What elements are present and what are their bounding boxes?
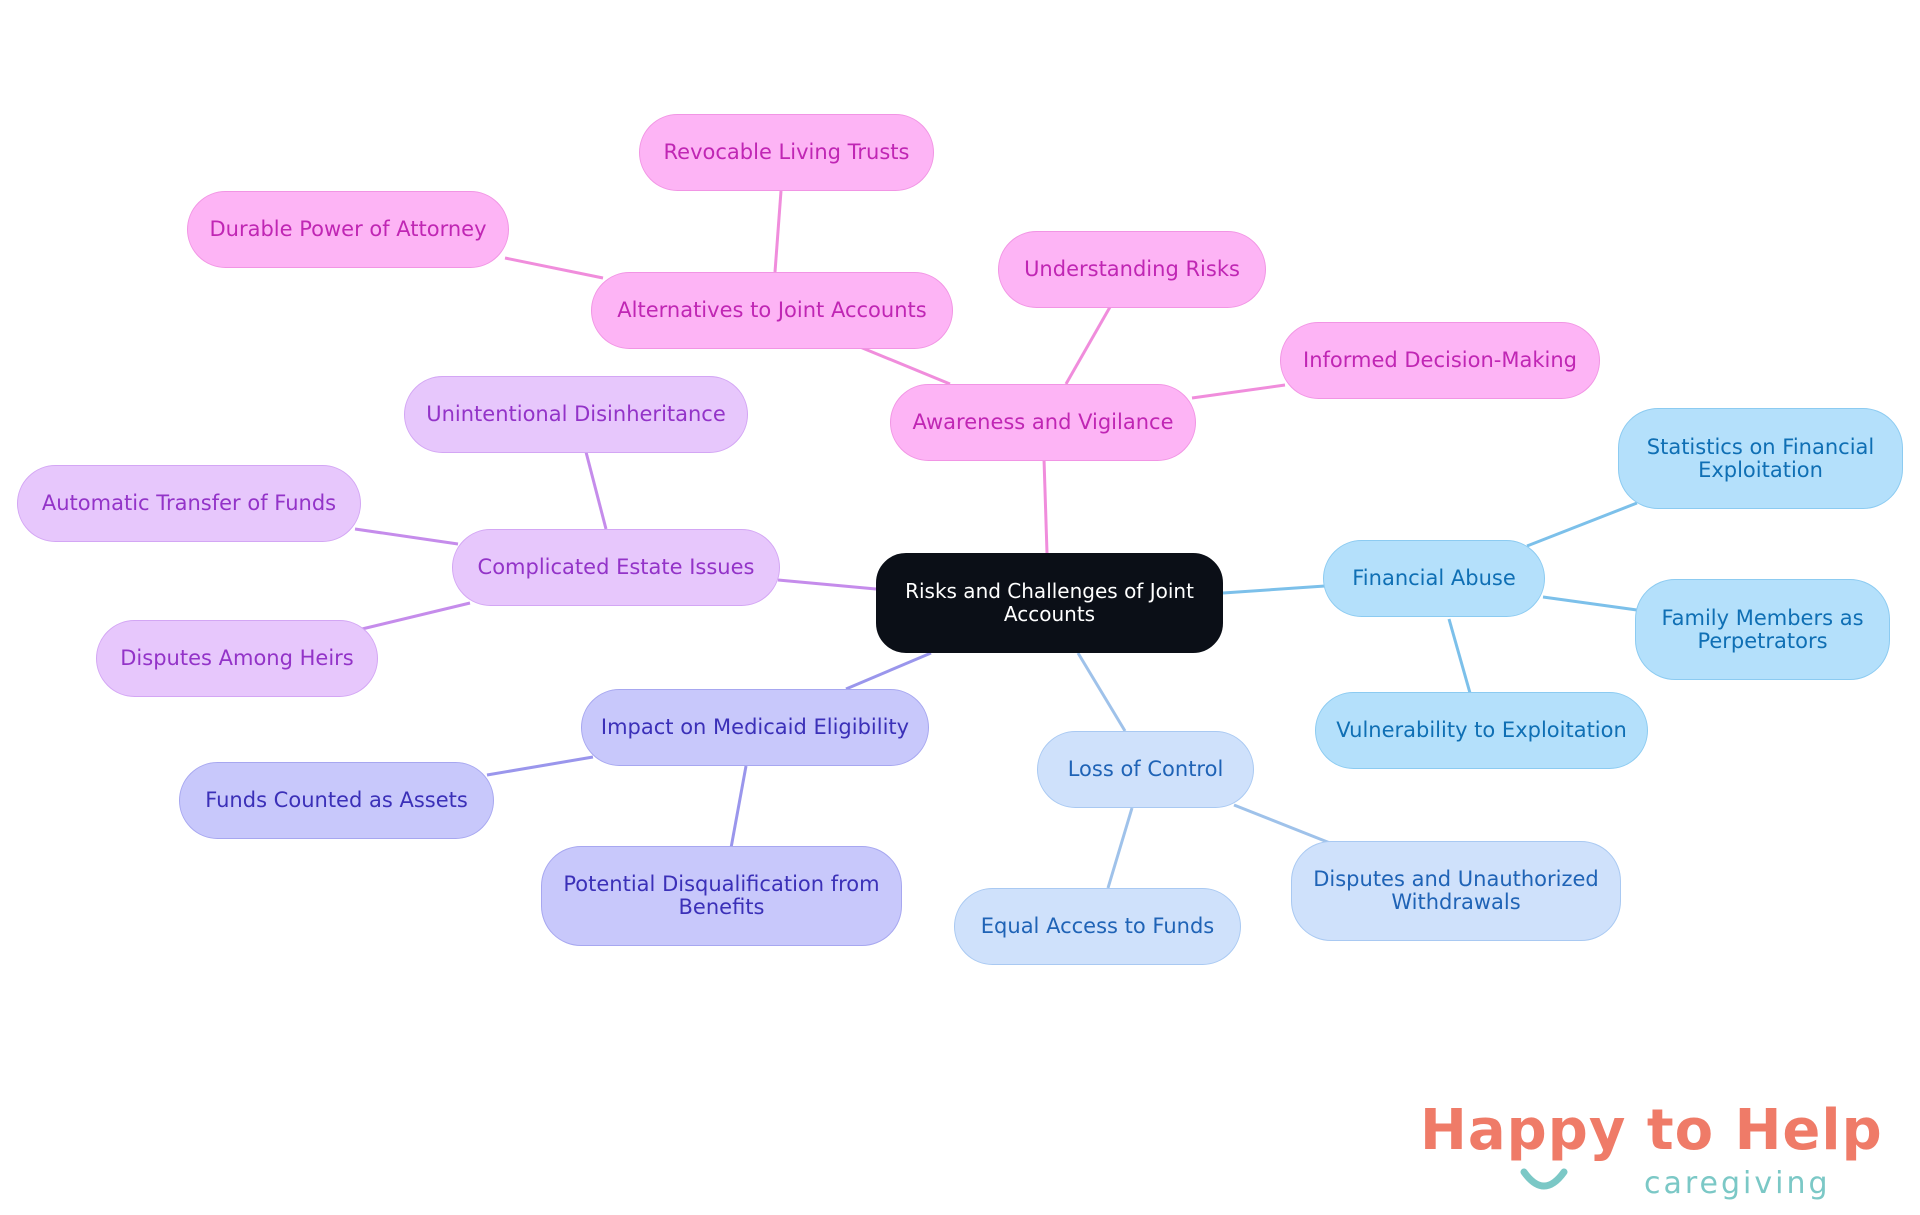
node-label: Statistics on Financial Exploitation [1646, 434, 1875, 482]
node-automatic-transfer-of-funds[interactable]: Automatic Transfer of Funds [17, 465, 361, 542]
node-statistics-on-financial-exploitation[interactable]: Statistics on Financial Exploitation [1618, 408, 1903, 509]
node-vulnerability-to-exploitation[interactable]: Vulnerability to Exploitation [1315, 692, 1648, 769]
node-disputes-among-heirs[interactable]: Disputes Among Heirs [96, 620, 378, 697]
node-label: Understanding Risks [1024, 257, 1240, 281]
node-label: Informed Decision-Making [1303, 348, 1577, 372]
smile-icon [1520, 1168, 1568, 1190]
node-financial-abuse[interactable]: Financial Abuse [1323, 540, 1545, 617]
node-potential-disqualification-from-benefits[interactable]: Potential Disqualification from Benefits [541, 846, 902, 946]
edge-center-estate [777, 578, 877, 591]
edge-abuse-statistics [1526, 501, 1638, 548]
edge-abuse-family [1542, 595, 1638, 612]
node-label: Awareness and Vigilance [912, 410, 1174, 434]
node-label: Vulnerability to Exploitation [1336, 718, 1627, 742]
logo-brand-text: Happy to Help [1420, 1098, 1883, 1163]
edge-control-equal [1106, 807, 1134, 889]
node-label: Durable Power of Attorney [209, 217, 487, 241]
node-revocable-living-trusts[interactable]: Revocable Living Trusts [639, 114, 934, 191]
node-complicated-estate-issues[interactable]: Complicated Estate Issues [452, 529, 780, 606]
node-unintentional-disinheritance[interactable]: Unintentional Disinheritance [404, 376, 748, 453]
happy-to-help-logo: Happy to Help caregiving [1410, 1098, 1890, 1208]
edge-awareness-alternatives [859, 345, 951, 386]
node-funds-counted-as-assets[interactable]: Funds Counted as Assets [179, 762, 494, 839]
node-impact-on-medicaid-eligibility[interactable]: Impact on Medicaid Eligibility [581, 689, 929, 766]
edge-medicaid-funds [486, 755, 594, 777]
center-node-label: Risks and Challenges of Joint Accounts [905, 579, 1194, 626]
edge-estate-unintentional [584, 451, 608, 530]
edge-abuse-vulnerability [1447, 618, 1472, 694]
node-label: Disputes Among Heirs [120, 646, 354, 670]
edge-center-medicaid [845, 651, 932, 691]
edge-medicaid-potential [729, 765, 748, 849]
edge-alternatives-durable [504, 256, 604, 280]
edge-center-abuse [1222, 584, 1326, 595]
node-label: Automatic Transfer of Funds [41, 491, 337, 515]
edge-awareness-informed [1191, 383, 1286, 400]
node-label: Funds Counted as Assets [205, 788, 468, 812]
edge-awareness-understanding [1064, 306, 1112, 385]
edge-center-awareness [1042, 458, 1049, 554]
node-label: Potential Disqualification from Benefits [563, 872, 880, 919]
node-equal-access-to-funds[interactable]: Equal Access to Funds [954, 888, 1241, 965]
node-informed-decision-making[interactable]: Informed Decision-Making [1280, 322, 1600, 399]
edge-estate-automatic [354, 527, 459, 546]
node-awareness-and-vigilance[interactable]: Awareness and Vigilance [890, 384, 1196, 461]
node-label: Complicated Estate Issues [477, 555, 755, 579]
logo-tagline: caregiving [1644, 1166, 1831, 1201]
edge-alternatives-revocable [773, 190, 783, 273]
node-durable-power-of-attorney[interactable]: Durable Power of Attorney [187, 191, 509, 268]
node-alternatives-to-joint-accounts[interactable]: Alternatives to Joint Accounts [591, 272, 953, 349]
node-label: Unintentional Disinheritance [426, 402, 726, 426]
node-family-members-as-perpetrators[interactable]: Family Members as Perpetrators [1635, 579, 1890, 680]
node-loss-of-control[interactable]: Loss of Control [1037, 731, 1254, 808]
center-node[interactable]: Risks and Challenges of Joint Accounts [876, 553, 1223, 653]
node-label: Equal Access to Funds [980, 914, 1215, 938]
node-label: Revocable Living Trusts [663, 140, 910, 164]
node-label: Financial Abuse [1352, 566, 1516, 590]
edge-estate-disputes [361, 601, 471, 631]
edge-control-disputes [1233, 803, 1331, 845]
node-understanding-risks[interactable]: Understanding Risks [998, 231, 1266, 308]
node-disputes-and-unauthorized-withdrawals[interactable]: Disputes and Unauthorized Withdrawals [1291, 841, 1621, 941]
node-label: Family Members as Perpetrators [1661, 605, 1864, 653]
node-label: Disputes and Unauthorized Withdrawals [1313, 867, 1599, 914]
node-label: Impact on Medicaid Eligibility [600, 715, 910, 739]
node-label: Alternatives to Joint Accounts [617, 298, 927, 322]
node-label: Loss of Control [1067, 757, 1224, 781]
edge-center-control [1076, 652, 1127, 732]
